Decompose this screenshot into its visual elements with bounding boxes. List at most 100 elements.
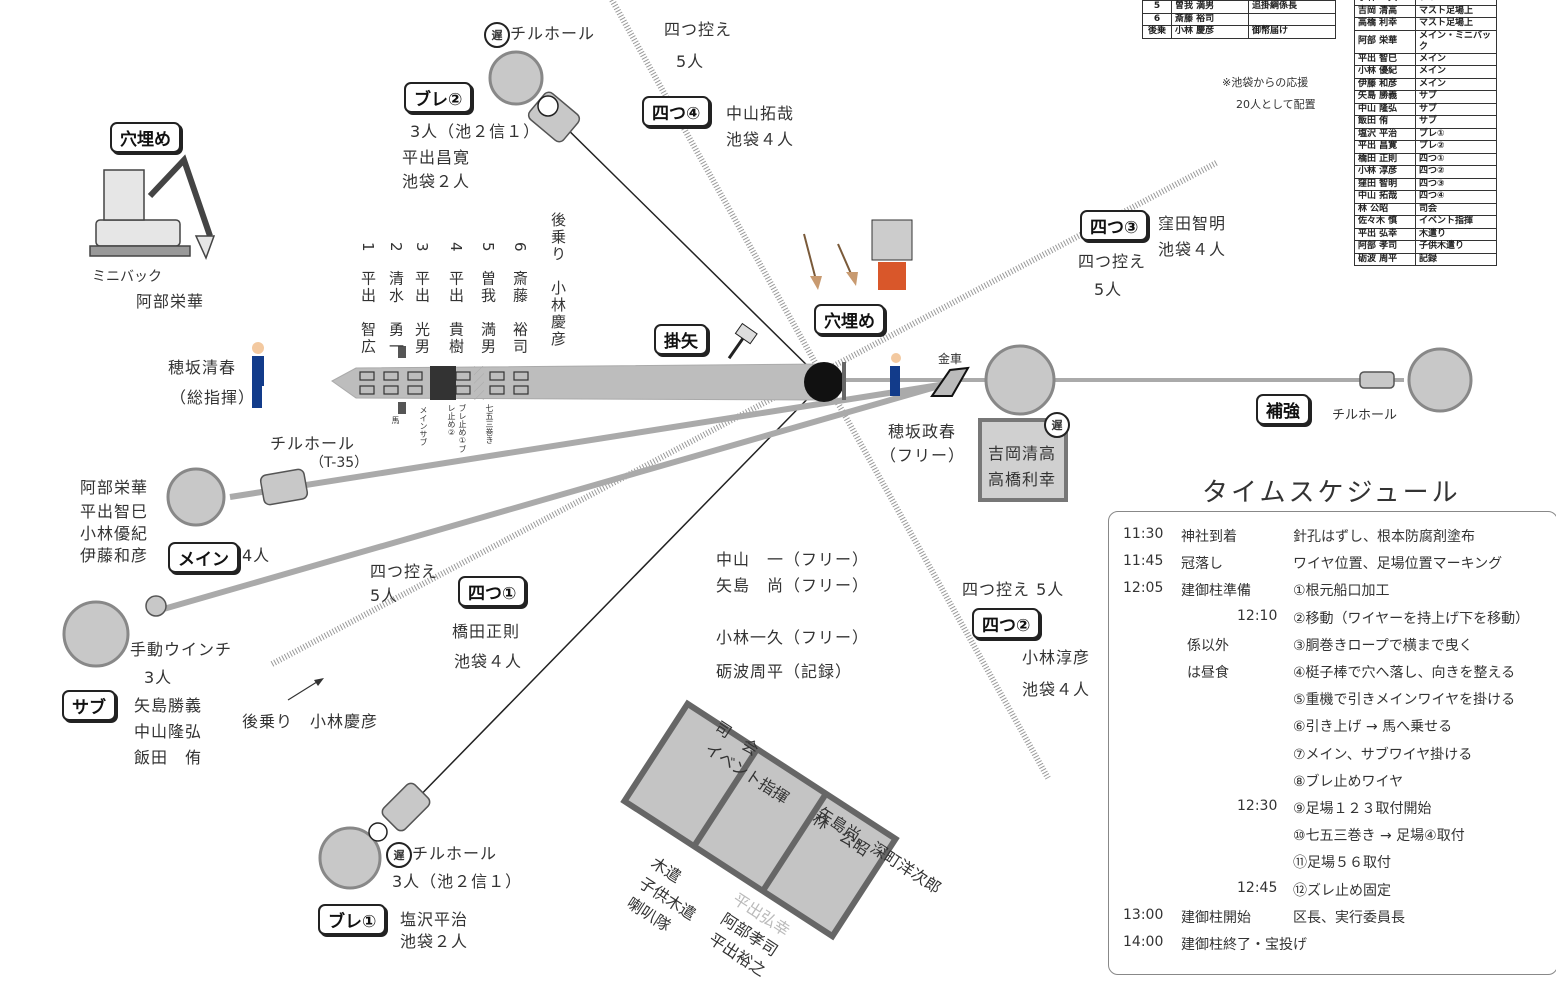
roster-row: 平出 弘幸木遣り	[1354, 227, 1497, 241]
excavator-illustration	[89, 154, 216, 260]
schedule-desc: ⑨足場１２３取付開始	[1293, 801, 1432, 817]
tag-yotsu3: 四つ③	[1080, 210, 1149, 241]
pole-small-bure: ブレ止め①ブレ止め②	[447, 404, 467, 453]
anchor-sub	[62, 600, 130, 668]
label-yotsu-top-title: 四つ控え	[664, 20, 733, 39]
label-abe-eika-top: 阿部栄華	[136, 292, 205, 311]
roster-row: 阿部 孝司子供木遣り	[1354, 240, 1497, 254]
label-yotsu1-count: 池袋４人	[454, 652, 523, 671]
tag-yotsu2: 四つ②	[972, 608, 1041, 639]
label-main-name-3: 小林優紀	[80, 524, 149, 543]
badge-delay-bottom: 遅	[386, 842, 412, 868]
pole-column-6: 6 斎藤 裕司	[511, 242, 529, 356]
pole-column-2: 2 清水 勇一	[387, 242, 405, 356]
label-soushiki: （総指揮）	[170, 388, 256, 407]
anchor-bure2	[488, 50, 544, 106]
label-yotsu-right-count: 5人	[1094, 280, 1123, 299]
label-bure1-count: 3人（池２信１）	[392, 872, 523, 891]
label-winch: 手動ウインチ	[130, 640, 233, 659]
label-winch-count: 3人	[144, 668, 173, 687]
label-mast-name-2: 高橋利幸	[988, 470, 1057, 489]
pole-column-5: 5 曽我 満男	[479, 242, 497, 356]
anchor-mast	[984, 344, 1056, 416]
roster-row: 塩沢 平治ブレ①	[1354, 127, 1497, 141]
label-free-hosaka: （フリー）	[880, 446, 966, 465]
roster-row: 橋田 正則四つ①	[1354, 152, 1497, 166]
label-chiru-right: チルホール	[1332, 408, 1398, 423]
label-yotsu3-count: 池袋４人	[1158, 240, 1227, 259]
schedule-label: 冠落し	[1181, 556, 1223, 573]
label-chiru-bottom: チルホール	[412, 844, 498, 863]
roster-row: 小林 淳彦四つ②	[1354, 165, 1497, 179]
label-yotsu4-count: 池袋４人	[726, 130, 795, 149]
label-atonori: 後乗り 小林慶彦	[242, 712, 379, 731]
schedule-desc: ⑩七五三巻き → 足場④取付	[1293, 828, 1465, 845]
wire-bure2	[549, 111, 825, 383]
label-mast-name-1: 吉岡清高	[988, 444, 1057, 463]
schedule-desc: ワイヤ位置、足場位置マーキング	[1293, 556, 1503, 573]
schedule-time: 11:30	[1123, 526, 1164, 542]
tag-yotsu4: 四つ④	[642, 96, 711, 127]
pole-column-1: 1 平出 智広	[359, 242, 377, 356]
label-bure2-ikebukuro: 池袋２人	[402, 172, 471, 191]
label-sub-name-2: 中山隆弘	[134, 722, 203, 741]
tag-anaume-2: 穴埋め	[814, 304, 885, 335]
tag-main: メイン	[168, 542, 239, 573]
schedule-label: 建御柱終了・宝投げ	[1181, 937, 1307, 953]
schedule-desc: ①根元船口加工	[1293, 583, 1390, 600]
schedule-desc: ④梃子棒で穴へ落し、向きを整える	[1293, 665, 1516, 681]
label-free-4: 砺波周平（記録）	[716, 662, 853, 681]
label-chiru-top: チルホール	[510, 24, 596, 43]
label-bure2-name: 平出昌寛	[402, 148, 471, 167]
support-note-2: 20人として配置	[1236, 98, 1316, 111]
schedule-time: 11:45	[1123, 553, 1164, 570]
badge-delay-mast: 遅	[1044, 412, 1070, 438]
label-bure1-count2: 池袋２人	[400, 932, 469, 951]
schedule-time: 12:05	[1123, 580, 1164, 597]
roster-row: 中山 隆弘サブ	[1354, 102, 1497, 116]
schedule-desc: ③胴巻きロープで横まで曳く	[1293, 637, 1473, 654]
pole-base-hole	[804, 362, 844, 402]
roster-row: 中山 拓哉四つ④	[1354, 190, 1497, 204]
label-yotsu-right-title: 四つ控え	[1078, 252, 1147, 271]
roster-row: 吉岡 清高マスト足場上	[1354, 4, 1497, 18]
schedule-label: 係以外	[1187, 637, 1229, 654]
schedule-desc: 針孔はずし、根本防腐剤塗布	[1293, 529, 1475, 545]
schedule-desc: ⑫ズレ止め固定	[1293, 882, 1391, 899]
tag-bure2: ブレ②	[404, 82, 473, 113]
label-bure2-count: 3人（池２信１）	[410, 122, 541, 141]
label-hosaka-masaharu: 穂坂政春	[888, 422, 957, 441]
label-yotsu-left-title: 四つ控え	[370, 562, 439, 581]
schedule-desc: ⑤重機で引きメインワイヤを掛ける	[1293, 692, 1516, 709]
label-main-name-1: 阿部栄華	[80, 478, 149, 497]
label-t35: （T-35）	[310, 455, 369, 471]
label-kinsha: 金車	[938, 352, 963, 366]
label-minibak: ミニバック	[92, 269, 162, 285]
label-free-3: 小林一久（フリー）	[716, 628, 870, 647]
anchor-main	[166, 467, 226, 527]
roster-row: 小林 優紀メイン	[1354, 65, 1497, 79]
roster-row: 窪田 智明四つ③	[1354, 177, 1497, 191]
roster-row: 平出 智巳メイン	[1354, 52, 1497, 66]
schedule-desc: ⑪足場５６取付	[1293, 855, 1391, 872]
roster-row: 伊藤 和彦メイン	[1354, 77, 1497, 91]
label-yotsu-left-count: 5人	[370, 586, 399, 605]
roster-row: 高橋 利幸マスト足場上	[1354, 17, 1497, 31]
pole-small-mainsub: メインサブ	[419, 406, 428, 446]
label-yotsu1-name: 橋田正則	[452, 622, 521, 641]
schedule-time: 13:00	[1123, 906, 1164, 923]
anchor-bure1	[318, 826, 382, 890]
schedule-time: 12:30	[1237, 798, 1278, 814]
tag-anaume-1: 穴埋め	[110, 122, 181, 153]
pole-column-4: 4 平出 貴樹	[447, 242, 465, 356]
tag-bure1: ブレ①	[318, 904, 387, 935]
label-yotsu-top-count: 5人	[676, 52, 705, 71]
schedule-desc: ②移動（ワイヤーを持上げ下を移動）	[1293, 610, 1530, 627]
label-free-1: 中山 一（フリー）	[716, 550, 870, 569]
wire-main	[229, 381, 947, 500]
